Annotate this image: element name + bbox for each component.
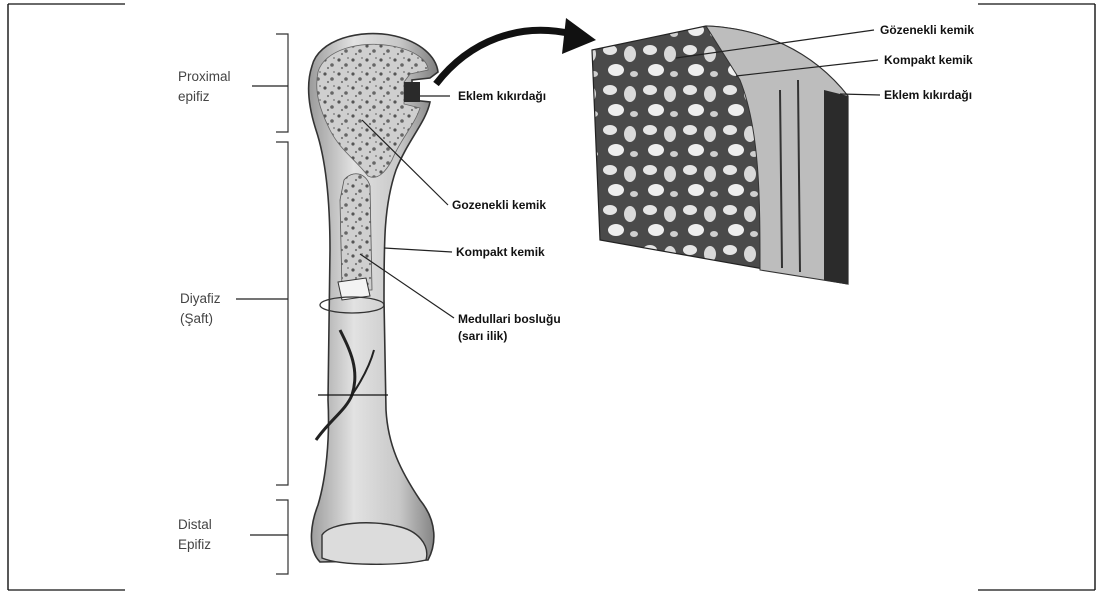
label-proximal-epiphysis: Proximal epifiz	[178, 69, 234, 104]
label-diaphysis: Diyafiz (Şaft)	[180, 291, 224, 326]
label-spongy-bone: Gozenekli kemik	[452, 198, 546, 212]
label-inset-articular-cartilage: Eklem kıkırdağı	[884, 88, 972, 102]
label-distal-epiphysis: Distal Epifiz	[178, 517, 216, 552]
label-inset-spongy-bone: Gözenekli kemik	[880, 23, 974, 37]
label-compact-bone: Kompakt kemik	[456, 245, 545, 259]
label-medullary-cavity: Medullari bosluğu (sarı ilik)	[458, 312, 564, 343]
medullary-cavity	[340, 174, 372, 290]
cartilage-notch	[404, 82, 420, 102]
magnify-arrow	[436, 18, 596, 84]
region-brackets	[236, 34, 288, 574]
label-inset-compact-bone: Kompakt kemik	[884, 53, 973, 67]
label-articular-cartilage: Eklem kıkırdağı	[458, 89, 546, 103]
magnified-inset	[592, 26, 848, 284]
humerus-illustration	[309, 34, 438, 565]
